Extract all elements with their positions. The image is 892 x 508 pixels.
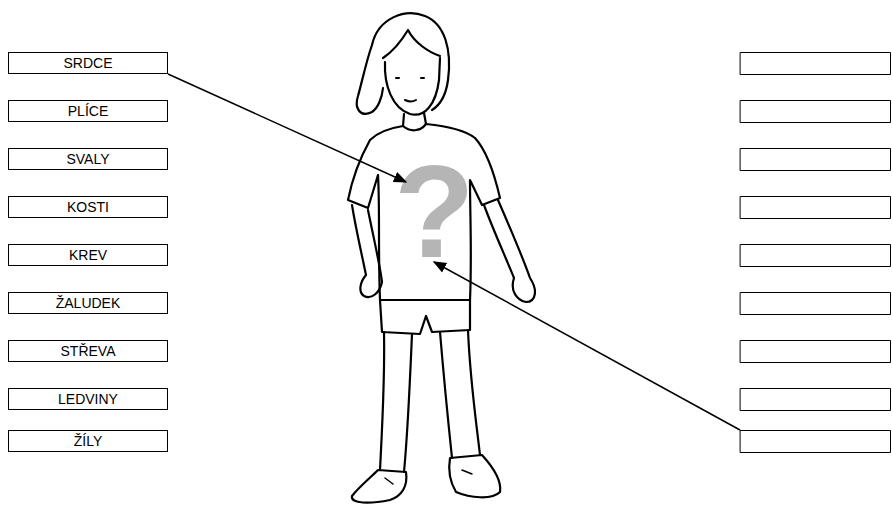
organ-name: SRDCE	[63, 56, 112, 70]
organ-box: KOSTI	[8, 196, 168, 218]
organ-name: STŘEVA	[61, 344, 116, 358]
organ-name: KREV	[69, 248, 107, 262]
right-leg	[440, 330, 480, 458]
organ-name: SVALY	[66, 152, 109, 166]
leader-arrow	[168, 74, 406, 182]
organ-box: LEDVINY	[8, 388, 168, 410]
answer-boxes	[741, 53, 891, 453]
hair-outline	[372, 13, 449, 110]
organ-box: ŽÍLY	[8, 430, 168, 452]
left-arm	[352, 205, 382, 297]
face-outline	[385, 58, 440, 115]
organ-name: LEDVINY	[58, 392, 118, 406]
organ-box: ŽALUDEK	[8, 292, 168, 314]
answer-box	[741, 341, 891, 363]
answer-box	[741, 245, 891, 267]
answer-box	[741, 389, 891, 411]
left-shoe	[352, 470, 407, 503]
right-arm	[484, 200, 535, 302]
face-features	[396, 78, 424, 102]
fringe	[383, 30, 440, 58]
left-leg	[380, 332, 412, 472]
organ-name: ŽALUDEK	[56, 296, 121, 310]
ponytail	[357, 45, 383, 114]
organ-box: KREV	[8, 244, 168, 266]
organ-name: PLÍCE	[68, 104, 108, 118]
answer-box	[741, 431, 891, 453]
organ-box: PLÍCE	[8, 100, 168, 122]
neck	[403, 113, 426, 126]
organ-box: STŘEVA	[8, 340, 168, 362]
question-mark: ?	[394, 146, 475, 278]
answer-box	[741, 149, 891, 171]
shorts	[380, 300, 470, 334]
answer-box	[741, 293, 891, 315]
leader-arrow	[434, 262, 740, 430]
organ-name: ŽÍLY	[74, 434, 103, 448]
answer-box	[741, 197, 891, 219]
organ-name: KOSTI	[67, 200, 109, 214]
organ-box: SVALY	[8, 148, 168, 170]
right-shoe	[449, 455, 500, 497]
t-shirt	[348, 124, 500, 300]
answer-box	[741, 101, 891, 123]
organ-box: SRDCE	[8, 52, 168, 74]
answer-box	[741, 53, 891, 75]
shoe-laces	[385, 470, 472, 484]
